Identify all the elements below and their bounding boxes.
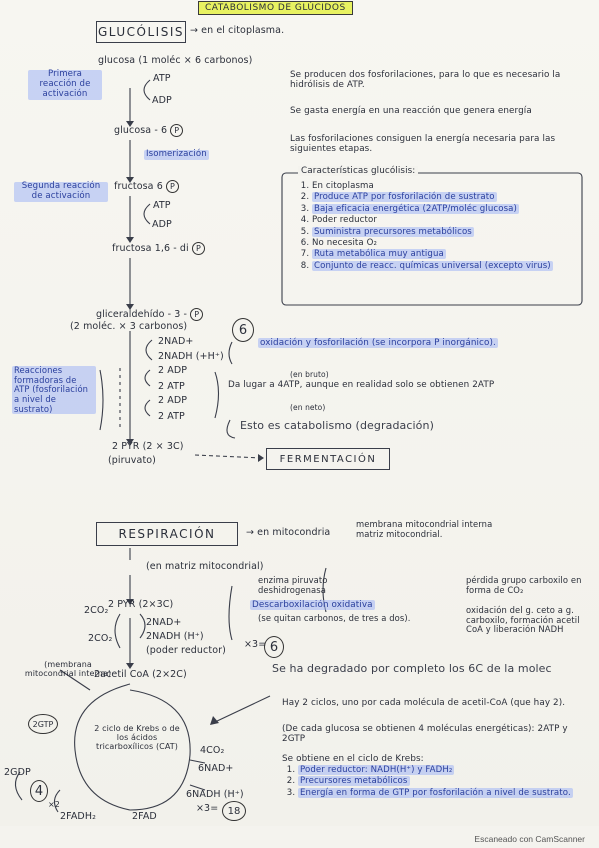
piruvato-label: (piruvato): [108, 455, 156, 466]
nadh-label-2: 2NADH (H⁺): [146, 631, 204, 642]
enzima-label: enzima piruvato deshidrogenasa: [258, 575, 328, 595]
se-obtiene-list: Poder reductor: NADH(H⁺) y FADH₂Precurso…: [282, 765, 582, 800]
glucolisis-location: → en el citoplasma.: [190, 25, 285, 36]
caracteristicas-title: Características glucólisis:: [298, 166, 419, 177]
hay-ciclos-note: Hay 2 ciclos, uno por cada molécula de a…: [282, 698, 566, 708]
phosphate-circle-icon: P: [166, 180, 179, 193]
eighteen-circle: 18: [222, 801, 246, 821]
respiracion-header: RESPIRACIÓN: [96, 522, 238, 546]
co2-label-a: 2CO₂: [84, 605, 109, 616]
en-neto-label: (en neto): [290, 403, 326, 412]
atp-label-2: ATP: [153, 200, 171, 211]
notebook-page: CATABOLISMO DE GLÚCIDOS GLUCÓLISIS → en …: [0, 0, 599, 826]
phosphate-circle-icon: P: [170, 124, 184, 137]
co2-label-b: 2CO₂: [88, 633, 113, 644]
cada-glucosa-note: (De cada glucosa se obtienen 4 moléculas…: [282, 724, 568, 745]
fructosa-16dip-label: fructosa 1,6 - di P: [112, 242, 205, 255]
obtiene-item: Poder reductor: NADH(H⁺) y FADH₂: [298, 765, 582, 776]
se-obtiene-title: Se obtiene en el ciclo de Krebs:: [282, 754, 424, 764]
oxidacion-note: oxidación y fosforilación (se incorpora …: [258, 338, 498, 348]
gtp-badge: 2GTP: [28, 714, 58, 734]
atp2-label-b: 2 ATP: [158, 411, 185, 422]
co2-4-label: 4CO₂: [200, 745, 225, 756]
caracteristica-item: Baja eficacia energética (2ATP/moléc glu…: [312, 203, 578, 215]
esto-catabolismo-note: Esto es catabolismo (degradación): [240, 419, 434, 432]
atp2-label-a: 2 ATP: [158, 381, 185, 392]
six-circle: 6: [232, 318, 254, 342]
caracteristica-item: Suministra precursores metabólicos: [312, 226, 578, 238]
nad-label-2: 2NAD+: [146, 617, 182, 628]
caracteristica-item: Conjunto de reacc. químicas universal (e…: [312, 260, 578, 272]
primera-reaccion-label: Primera reacción de activación: [28, 69, 102, 100]
fructosa-6p-label: fructosa 6 P: [114, 180, 179, 193]
matriz-label: (en matriz mitocondrial): [146, 561, 264, 572]
caracteristica-item: En citoplasma: [312, 181, 578, 192]
nad6-label: 6NAD+: [198, 763, 234, 774]
six-circle-2: 6: [264, 636, 284, 658]
membrana-label: (membrana mitocondrial interna): [24, 660, 112, 679]
phosphate-circle-icon: P: [190, 308, 204, 321]
pierden-carbonos-note: (se quitan carbonos, de tres a dos).: [258, 613, 411, 623]
nad-label: 2NAD+: [158, 336, 194, 347]
gliceraldehido-label: gliceraldehído - 3 - P: [96, 308, 204, 321]
note-gasta-energia: Se gasta energía en una reacción que gen…: [290, 106, 532, 116]
page-title: CATABOLISMO DE GLÚCIDOS: [198, 1, 353, 16]
en-bruto-label: (en bruto): [290, 370, 329, 379]
glucosa-label: glucosa (1 moléc × 6 carbonos): [98, 55, 253, 66]
adp2-label-b: 2 ADP: [158, 395, 188, 406]
segunda-reaccion-label: Segunda reacción de activación: [14, 181, 108, 202]
dan-lugar-note: Da lugar a 4ATP, aunque en realidad solo…: [228, 380, 495, 390]
caracteristica-item: No necesita O₂: [312, 238, 578, 249]
poder-reductor-label: (poder reductor): [146, 645, 226, 656]
acetil-label: 2acetil CoA (2×2C): [94, 669, 187, 680]
x3-label: ×3=: [244, 639, 267, 650]
fadh-label: 2FADH₂: [60, 811, 97, 822]
adp2-label-a: 2 ADP: [158, 365, 188, 376]
obtiene-item: Energía en forma de GTP por fosforilació…: [298, 787, 582, 799]
phosphate-circle-icon: P: [191, 242, 205, 255]
note-fosforilaciones: Se producen dos fosforilaciones, para lo…: [290, 70, 561, 91]
adp-label-1: ADP: [152, 95, 172, 106]
krebs-cycle-label: 2 ciclo de Krebs o de los ácidos tricarb…: [94, 724, 180, 752]
oxidacion-grupo-note: oxidación del g. ceto a g. carboxilo, fo…: [466, 605, 580, 635]
caracteristica-item: Poder reductor: [312, 215, 578, 226]
glucosa-6p-label: glucosa - 6 P: [114, 124, 184, 137]
fad-label: 2FAD: [132, 811, 157, 822]
gliceraldehido-sub: (2 moléc. × 3 carbonos): [70, 321, 188, 332]
nadh-label: 2NADH (+H⁺): [158, 351, 224, 362]
reacciones-formadoras-label: Reacciones formadoras de ATP (fosforilac…: [12, 365, 96, 415]
note-consiguen-energia: Las fosforilaciones consiguen la energía…: [290, 134, 556, 155]
caracteristica-item: Ruta metabólica muy antigua: [312, 249, 578, 260]
x3b-label: ×3=: [196, 803, 219, 814]
caracteristicas-list: En citoplasmaProduce ATP por fosforilaci…: [296, 181, 578, 273]
gdp-label: 2GDP: [4, 767, 31, 778]
degradado-note: Se ha degradado por completo los 6C de l…: [272, 662, 552, 675]
descarboxilacion-label: Descarboxilación oxidativa: [250, 600, 375, 611]
four-circle: 4: [30, 780, 48, 802]
atp-label-1: ATP: [153, 73, 171, 84]
respiracion-location: → en mitocondria: [246, 527, 331, 538]
glucolisis-header: GLUCÓLISIS: [96, 21, 186, 43]
isomerizacion-label: Isomerización: [144, 149, 209, 160]
caracteristica-item: Produce ATP por fosforilación de sustrat…: [312, 192, 578, 203]
pyr-label: 2 PYR (2 × 3C): [112, 441, 184, 452]
x2-label: ×2: [48, 800, 60, 809]
respiracion-location-detail: membrana mitocondrial interna matriz mit…: [356, 519, 493, 539]
obtiene-item: Precursores metabólicos: [298, 776, 582, 787]
pyr-label-2: 2 PYR (2×3C): [108, 599, 174, 610]
perdida-grupo-note: pérdida grupo carboxilo en forma de CO₂: [466, 575, 582, 595]
fermentacion-box: FERMENTACIÓN: [266, 448, 390, 470]
nadh6-label: 6NADH (H⁺): [186, 789, 244, 800]
adp-label-2: ADP: [152, 219, 172, 230]
scanner-watermark: Escaneado con CamScanner: [474, 834, 585, 844]
